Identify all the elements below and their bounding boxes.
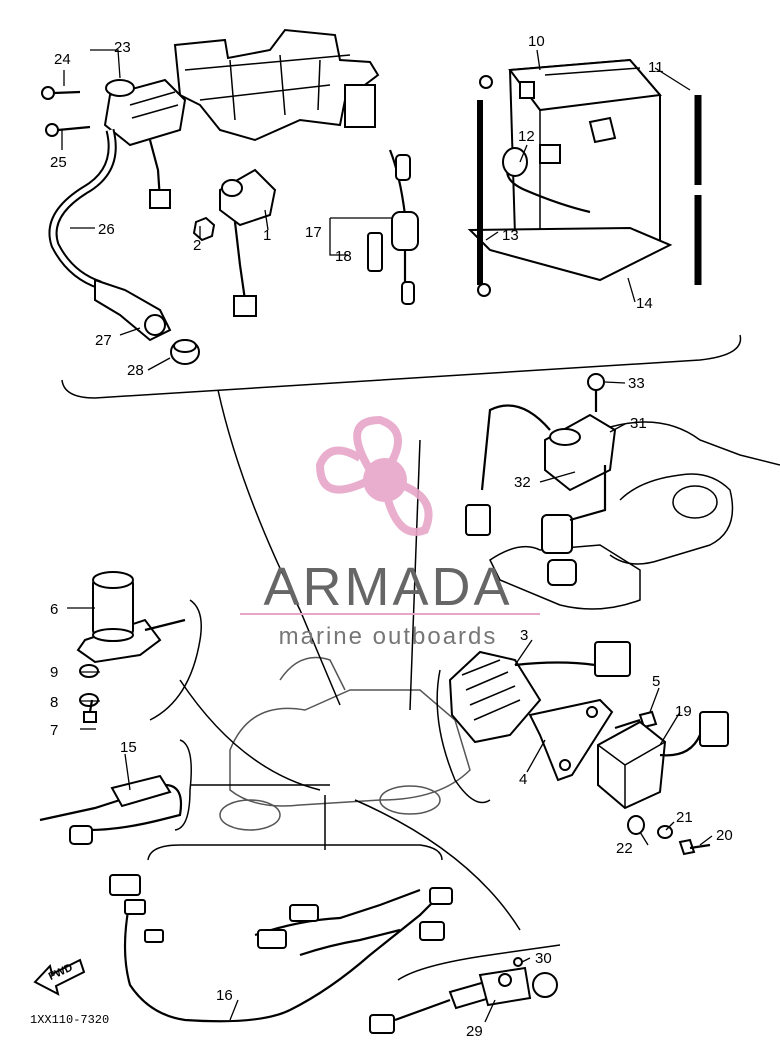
drawing-code: 1XX110-7320 (30, 1013, 109, 1027)
fuse-holder (388, 149, 419, 305)
bolt-20 (678, 838, 711, 856)
bolt-7 (83, 699, 97, 723)
callout-13: 13 (502, 227, 519, 244)
callout-22: 22 (616, 840, 633, 857)
wire-harness (109, 874, 453, 1023)
mounting-bracket (173, 28, 380, 142)
callout-31: 31 (630, 415, 647, 432)
bolt-24 (41, 86, 81, 100)
forward-arrow-icon: FWD (33, 958, 86, 996)
bolt-25 (45, 123, 91, 137)
callout-25: 25 (50, 154, 67, 171)
fuse (367, 232, 383, 272)
armada-logo (315, 415, 433, 536)
callout-15: 15 (120, 739, 137, 756)
engine-outline (489, 421, 780, 610)
callout-1: 1 (263, 227, 271, 244)
battery-pad (467, 226, 673, 282)
choke-switch-cable (39, 774, 183, 845)
callout-30: 30 (535, 950, 552, 967)
callout-7: 7 (50, 722, 58, 739)
rectifier-regulator (448, 641, 631, 744)
brand-name: ARMADA (263, 557, 512, 617)
bottom-group-outline (147, 844, 443, 861)
callout-20: 20 (716, 827, 733, 844)
battery-cable-13 (477, 75, 493, 297)
machine-silhouette (219, 656, 471, 831)
nut-2 (192, 216, 216, 242)
callout-10: 10 (528, 33, 545, 50)
cdi-unit (597, 711, 729, 810)
callout-11: 11 (648, 59, 664, 76)
spark-plug-cap (94, 278, 172, 342)
callout-8: 8 (50, 694, 58, 711)
plug-cover (170, 339, 200, 365)
grommet-22 (627, 815, 645, 835)
washer-8 (79, 693, 99, 707)
ignition-coil (103, 78, 187, 209)
callout-6: 6 (50, 601, 58, 618)
callout-26: 26 (98, 221, 115, 238)
bolt-5 (614, 710, 658, 730)
callout-14: 14 (636, 295, 653, 312)
starter-motor (76, 571, 186, 664)
callout-9: 9 (50, 664, 58, 681)
screw-33 (587, 373, 605, 412)
callout-33: 33 (628, 375, 645, 392)
screw-30 (513, 957, 523, 967)
top-group-outline (61, 334, 742, 399)
callout-29: 29 (466, 1023, 483, 1040)
callout-28: 28 (127, 362, 144, 379)
callout-3: 3 (520, 627, 528, 644)
starter-relay (219, 168, 277, 317)
callout-17: 17 (305, 224, 322, 241)
stator-assembly (465, 404, 617, 536)
callout-16: 16 (216, 987, 233, 1004)
callout-19: 19 (675, 703, 692, 720)
callout-23: 23 (114, 39, 131, 56)
callout-32: 32 (514, 474, 531, 491)
washer-21 (657, 825, 673, 839)
callout-21: 21 (676, 809, 693, 826)
callout-4: 4 (519, 771, 527, 788)
callout-18: 18 (335, 248, 352, 265)
brand-tagline: marine outboards (279, 623, 498, 650)
callout-5: 5 (652, 673, 660, 690)
callout-2: 2 (193, 237, 201, 254)
callout-27: 27 (95, 332, 112, 349)
washer-9 (79, 664, 99, 678)
battery (508, 58, 662, 257)
callout-24: 24 (54, 51, 71, 68)
callout-12: 12 (518, 128, 535, 145)
rectifier-bracket (528, 698, 614, 782)
stop-switch (369, 966, 558, 1034)
battery-vent-hose (502, 147, 591, 214)
